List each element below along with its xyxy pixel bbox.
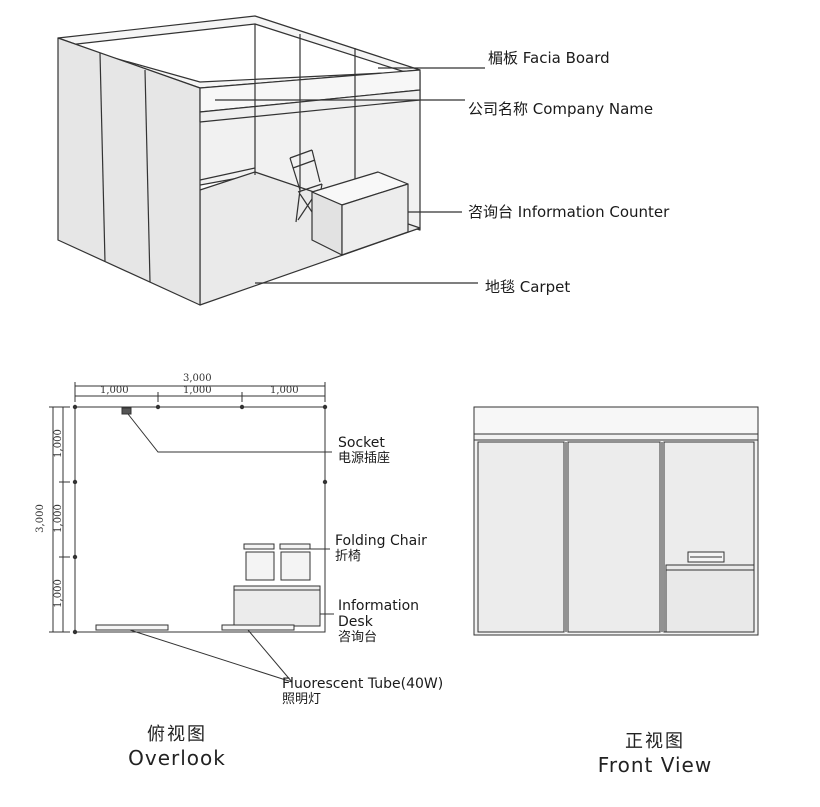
information-counter-label: 咨询台 Information Counter [468,203,670,221]
width-segment-1: 1,000 [100,385,129,396]
folding-chair-label: Folding Chair 折椅 [335,533,427,565]
socket-label-cn: 电源插座 [338,451,391,466]
left-wall [57,37,201,306]
information-desk-label-en2: Desk [338,614,373,630]
fluorescent-tubes-plan [95,624,295,631]
fluorescent-tube-label: Fluorescent Tube(40W) 照明灯 [282,676,443,708]
width-segment-3: 1,000 [270,385,299,396]
folding-chair-label-en: Folding Chair [335,533,427,549]
overlook-caption: 俯视图 Overlook [112,720,242,770]
folding-chairs-plan [243,543,311,581]
information-counter-3d [311,171,409,256]
overlook-caption-en: Overlook [128,746,226,770]
socket-label-en: Socket [338,435,385,451]
width-segment-2: 1,000 [183,385,212,396]
company-name-label: 公司名称 Company Name [468,100,654,118]
total-depth-dim: 3,000 [34,504,46,533]
fluorescent-tube-label-cn: 照明灯 [282,692,322,707]
information-desk-label-en1: Information [338,598,420,614]
facia-board-label: 楣板 Facia Board [488,49,610,67]
tube-leaders [129,629,293,683]
front-view-caption-en: Front View [597,753,713,777]
carpet-label: 地毯 Carpet [485,278,571,296]
depth-segment-2: 1,000 [52,504,64,533]
folding-chair-label-cn: 折椅 [335,549,362,564]
fluorescent-tube-label-en: Fluorescent Tube(40W) [282,676,444,692]
front-view-drawing [473,406,759,636]
post-markers [72,404,328,635]
socket-leader [127,413,332,453]
information-desk-label: Information Desk 咨询台 [338,598,419,646]
total-width-dim: 3,000 [183,373,212,384]
information-desk-label-cn: 咨询台 [338,630,378,645]
front-view-caption-cn: 正视图 [625,731,685,752]
front-view-caption: 正视图 Front View [580,727,730,777]
depth-segment-1: 1,000 [52,429,64,458]
socket-label: Socket 电源插座 [338,435,390,467]
depth-segment-3: 1,000 [52,579,64,608]
socket-marker [121,407,132,415]
information-desk-plan [233,585,321,627]
overlook-caption-cn: 俯视图 [147,724,207,745]
